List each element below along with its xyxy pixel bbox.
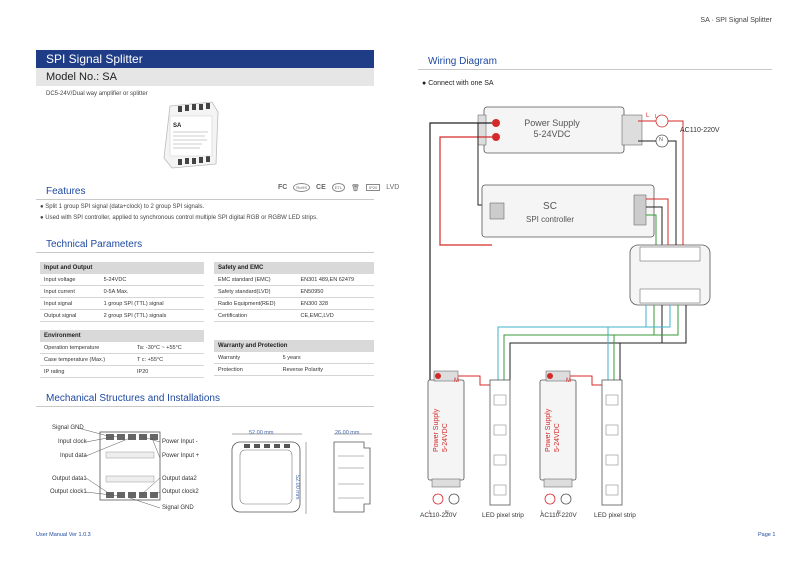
pin-label-right-3: Output data2 — [162, 476, 197, 482]
page-title: SPI Signal Splitter — [36, 50, 374, 68]
tech-divider — [36, 252, 374, 253]
n-symbol-1: N — [445, 510, 449, 516]
svg-text:SA: SA — [173, 123, 182, 129]
pin-label-left-2: Input clock — [58, 439, 87, 445]
warranty-title: Warranty and Protection — [214, 340, 374, 352]
wiring-sub: ● Connect with one SA — [422, 80, 494, 87]
feature-item-2: ● Used with SPI controller, applied to s… — [40, 215, 318, 221]
pin-label-right-5: Signal GND — [162, 505, 194, 511]
bottom-label-3: AC110-220V — [540, 512, 577, 519]
n-symbol: N — [659, 137, 663, 143]
subtitle: DC5-24V/Dual way amplifier or splitter — [46, 91, 148, 97]
pin-label-right-1: Power Input - — [162, 439, 198, 445]
l-symbol-1: L — [429, 510, 432, 516]
etl-mark: ETL — [331, 183, 346, 192]
m-symbol-1: M — [454, 378, 459, 384]
product-photo: SA — [163, 101, 219, 169]
features-heading: Features — [46, 186, 86, 197]
n-symbol-2: N — [557, 510, 561, 516]
safety-title: Safety and EMC — [214, 262, 374, 274]
pin-label-left-4: Output data1 — [52, 476, 87, 482]
pin-label-left-1: Signal GND — [52, 425, 84, 431]
wiring-heading: Wiring Diagram — [428, 56, 497, 67]
ce-mark: CE — [316, 184, 326, 191]
cert-marks: FC RoHS CE ETL 🗑 IP20 LVD — [278, 183, 399, 192]
wiring-divider — [418, 69, 772, 70]
m-symbol-2: M — [566, 378, 571, 384]
model-number: Model No.: SA — [36, 68, 374, 86]
wiring-diagram: L — [427, 106, 711, 506]
l-symbol-2: L — [541, 510, 544, 516]
rohs-mark: RoHS — [293, 183, 311, 192]
bottom-label-2: LED pixel strip — [482, 512, 524, 519]
safety-table: Safety and EMC EMC standard (EMC)EN301 4… — [214, 262, 374, 322]
footer-right: Page 1 — [758, 532, 776, 538]
bottom-label-1: AC110-220V — [420, 512, 457, 519]
dim-depth: 26.00 mm — [335, 430, 360, 436]
pin-label-left-5: Output clock1 — [50, 489, 87, 495]
pin-label-right-2: Power Input + — [162, 453, 200, 459]
table-row: Radio Equipment(RED)EN300 328 — [214, 297, 374, 310]
pin-label-left-3: Input data — [60, 453, 87, 459]
l-symbol: L — [655, 114, 659, 120]
env-title: Environment — [40, 330, 204, 342]
side-dimension-drawing — [333, 433, 372, 513]
table-row: Safety standard(LVD)EN50950 — [214, 285, 374, 298]
pinout-diagram — [77, 427, 161, 509]
features-divider — [36, 199, 374, 200]
mech-heading: Mechanical Structures and Installations — [46, 393, 220, 404]
tech-heading: Technical Parameters — [46, 239, 143, 250]
weee-icon: 🗑 — [351, 184, 360, 192]
footer-left: User Manual Ver 1.0.3 — [36, 532, 91, 538]
ac-top-label: AC110-220V — [680, 127, 720, 134]
header-right: SA · SPI Signal Splitter — [700, 17, 772, 24]
dim-height: 52.00 mm — [294, 475, 300, 500]
table-row: EMC standard (EMC)EN301 489,EN 62479 — [214, 274, 374, 286]
table-row: Case temperature (Max.)T c: +55°C — [40, 353, 204, 366]
svg-text:L: L — [646, 113, 650, 119]
io-title: Input and Output — [40, 262, 204, 274]
ip-mark: IP20 — [365, 184, 381, 191]
feature-item-1: ● Split 1 group SPI signal (data+clock) … — [40, 204, 205, 210]
dim-width: 52.00 mm — [249, 430, 274, 436]
pin-label-right-4: Output clock2 — [162, 489, 199, 495]
bottom-label-4: LED pixel strip — [594, 512, 636, 519]
fc-mark: FC — [278, 184, 288, 191]
front-dimension-drawing — [231, 433, 307, 514]
mech-divider — [36, 406, 374, 407]
lvd-mark: LVD — [386, 184, 400, 191]
